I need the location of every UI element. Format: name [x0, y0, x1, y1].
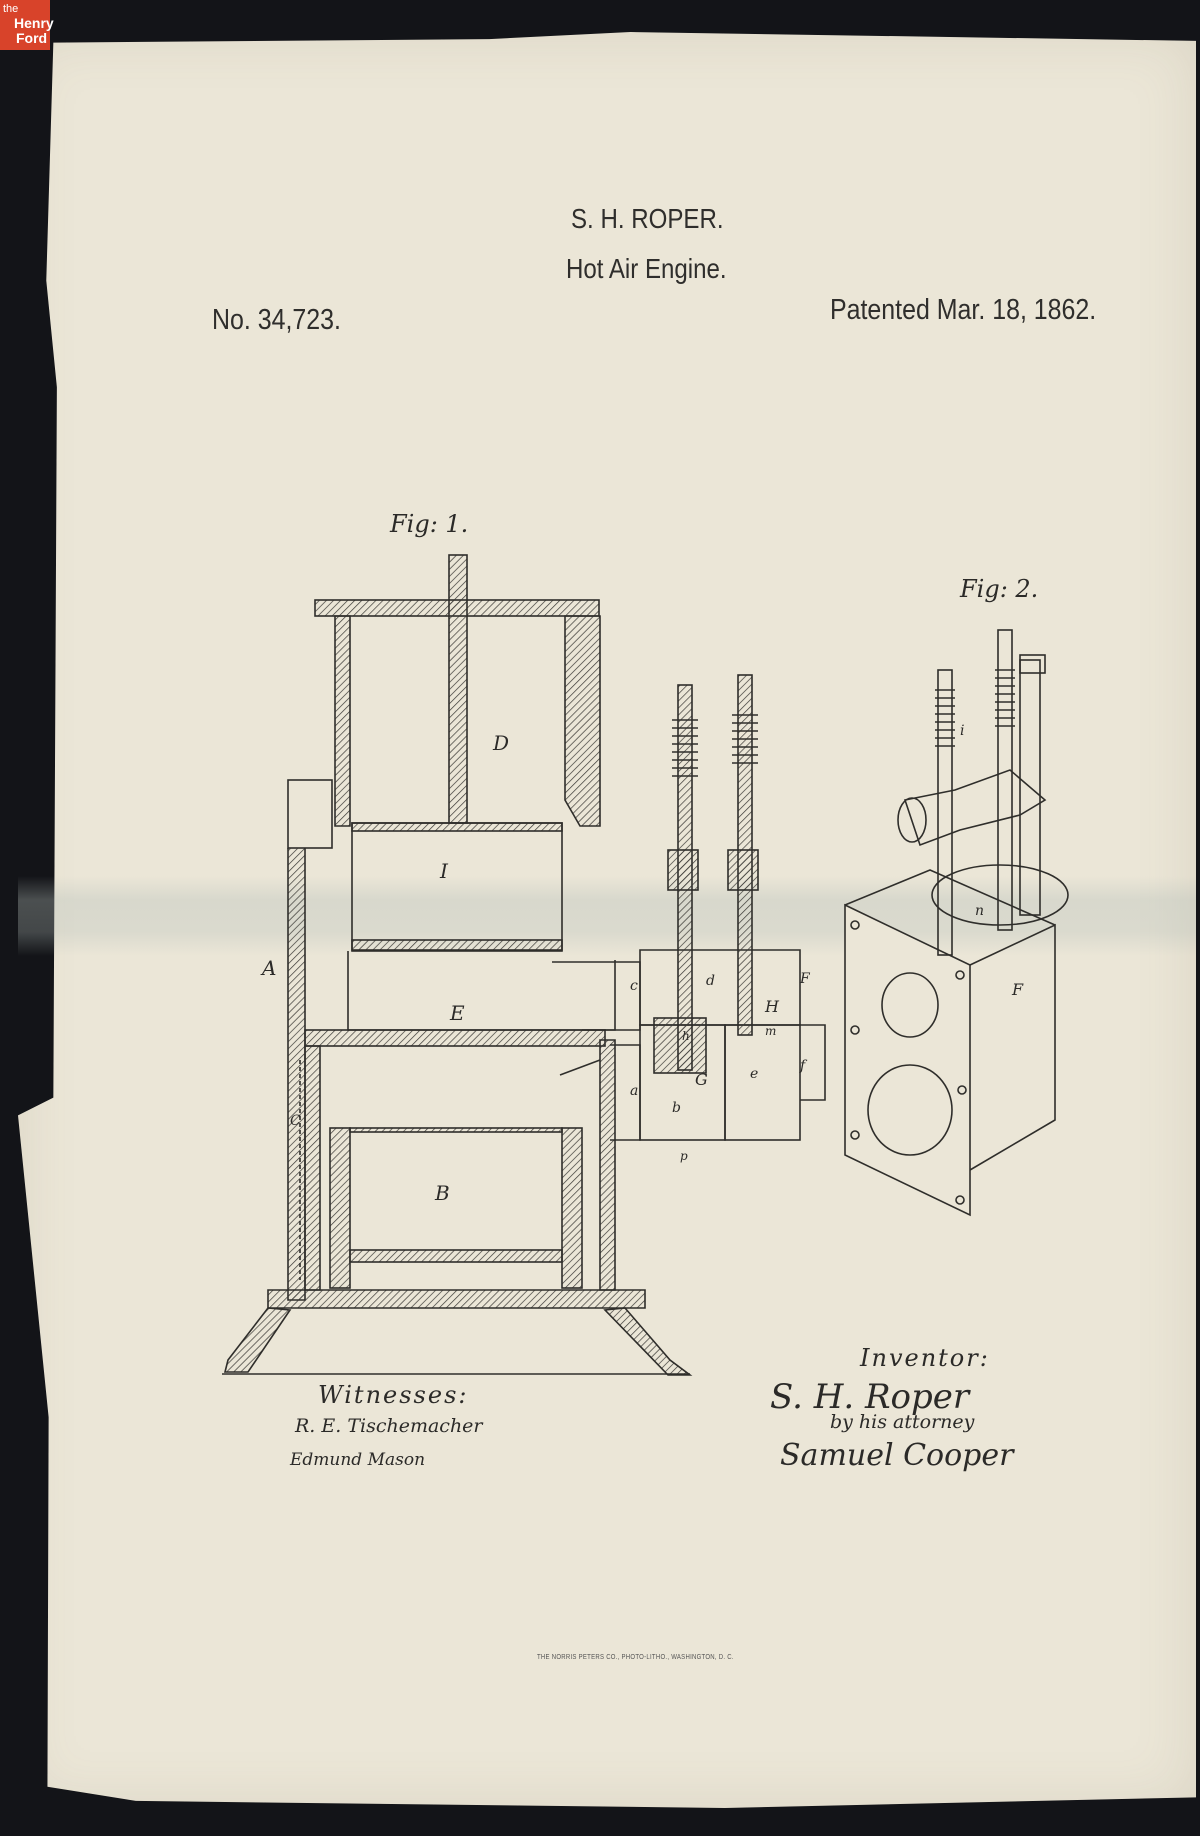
label-n: n [975, 903, 984, 919]
witnesses-label: Witnesses: [318, 1381, 469, 1409]
label-h: h [682, 1029, 690, 1043]
label-I: I [439, 859, 449, 883]
grate [349, 1249, 563, 1263]
label-G: G [695, 1070, 708, 1089]
fig2-stem-2 [997, 629, 1013, 931]
label-B: B [434, 1181, 450, 1205]
handle [897, 797, 927, 843]
chamber-e [724, 1024, 801, 1141]
patent-number: No. 34,723. [212, 304, 341, 336]
fig2-stem-1 [937, 669, 953, 956]
label-f: f [799, 1058, 808, 1074]
label-a: a [630, 1083, 638, 1099]
witness-2-signature: Edmund Mason [289, 1450, 425, 1470]
label-F: F [799, 971, 811, 987]
dome [931, 864, 1069, 926]
displacer-I [351, 822, 563, 952]
witness-1-signature: R. E. Tischemacher [294, 1415, 484, 1437]
label-A: A [260, 956, 276, 980]
label-d: d [706, 973, 715, 989]
cap [1019, 654, 1046, 674]
rocker-lever [903, 769, 1047, 847]
label-F2: F [1011, 980, 1024, 999]
label-b: b [672, 1100, 681, 1116]
fig2-label: Fig: 2. [960, 575, 1039, 603]
label-p: p [680, 1149, 688, 1163]
label-C: C [290, 1113, 301, 1129]
label-e: e [750, 1066, 758, 1082]
label-m: m [765, 1024, 776, 1038]
inventor-signature: S. H. Roper [770, 1377, 971, 1417]
paper-fold [18, 876, 1196, 956]
pipe-c [552, 961, 641, 1031]
plate-top [304, 1029, 606, 1047]
lithographer-imprint: THE NORRIS PETERS CO., PHOTO-LITHO., WAS… [537, 1654, 734, 1661]
label-c: c [630, 978, 638, 994]
cylinder-wall-right [564, 615, 601, 827]
side-box [287, 779, 333, 849]
patent-title: Hot Air Engine. [566, 253, 727, 284]
foot-right [603, 1307, 693, 1376]
attorney-signature: Samuel Cooper [780, 1438, 1015, 1473]
fig2-post [1019, 659, 1041, 916]
label-D: D [492, 731, 509, 755]
box-F-side [969, 923, 1056, 1171]
by-attorney: by his attorney [830, 1411, 975, 1433]
box-F-top [844, 869, 1056, 926]
patent-sheet [18, 32, 1196, 1808]
inventor-label: Inventor: [860, 1344, 990, 1372]
henry-ford-logo: the Henry Ford [0, 0, 54, 50]
piston-rod [448, 554, 468, 824]
cylinder-wall-left [334, 615, 351, 827]
port-a [867, 1064, 953, 1156]
label-H: H [764, 997, 780, 1016]
inventor-name: S. H. ROPER. [571, 203, 724, 234]
outer-wall-left [287, 848, 306, 1301]
spring-1 [672, 719, 698, 777]
label-i: i [960, 723, 964, 739]
spring-2 [732, 714, 758, 764]
firebox-left [329, 1127, 351, 1289]
fig1-label: Fig: 1. [390, 510, 469, 538]
base-plate [267, 1289, 646, 1309]
chamber-E [347, 951, 616, 1031]
firebox-right [561, 1127, 583, 1289]
port-h [881, 972, 939, 1038]
outlet-f [800, 1024, 826, 1101]
label-E: E [449, 1001, 465, 1025]
patent-date: Patented Mar. 18, 1862. [830, 294, 1097, 326]
foot-left [223, 1307, 292, 1373]
